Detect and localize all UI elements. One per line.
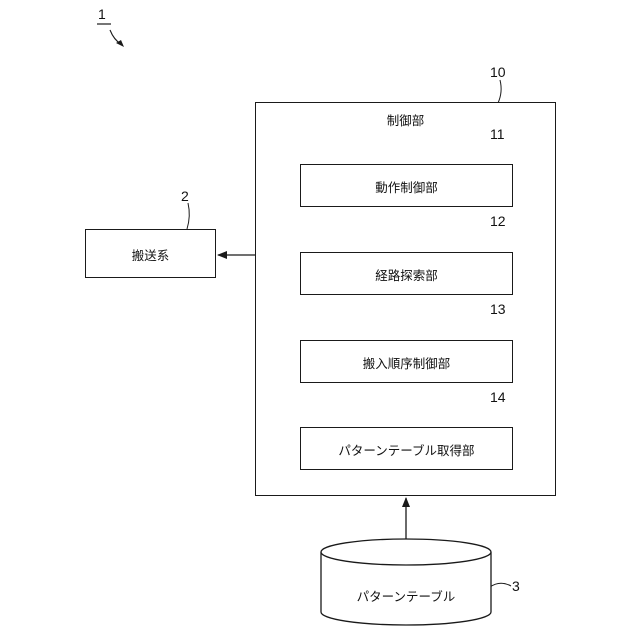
transport-label: 搬送系 xyxy=(85,245,216,264)
leader-3 xyxy=(490,583,511,587)
unit-label-loading-order-control: 搬入順序制御部 xyxy=(300,353,513,372)
database-cylinder xyxy=(321,539,491,625)
leader-10 xyxy=(498,80,501,103)
unit-label-route-search: 経路探索部 xyxy=(300,265,513,284)
controller-ref-number: 10 xyxy=(490,64,506,80)
unit-ref-13: 13 xyxy=(490,301,506,317)
controller-label: 制御部 xyxy=(355,110,456,129)
unit-ref-14: 14 xyxy=(490,389,506,405)
transport-ref-number: 2 xyxy=(181,188,189,204)
leader-2 xyxy=(187,203,189,229)
unit-label-pattern-table-acquisition: パターンテーブル取得部 xyxy=(300,440,513,459)
table-store-ref-number: 3 xyxy=(512,578,520,594)
unit-ref-12: 12 xyxy=(490,213,506,229)
table-store-label: パターンテーブル xyxy=(321,586,491,605)
unit-label-operation-control: 動作制御部 xyxy=(300,177,513,196)
unit-ref-11: 11 xyxy=(490,126,505,142)
system-ref-number: 1 xyxy=(98,6,106,22)
